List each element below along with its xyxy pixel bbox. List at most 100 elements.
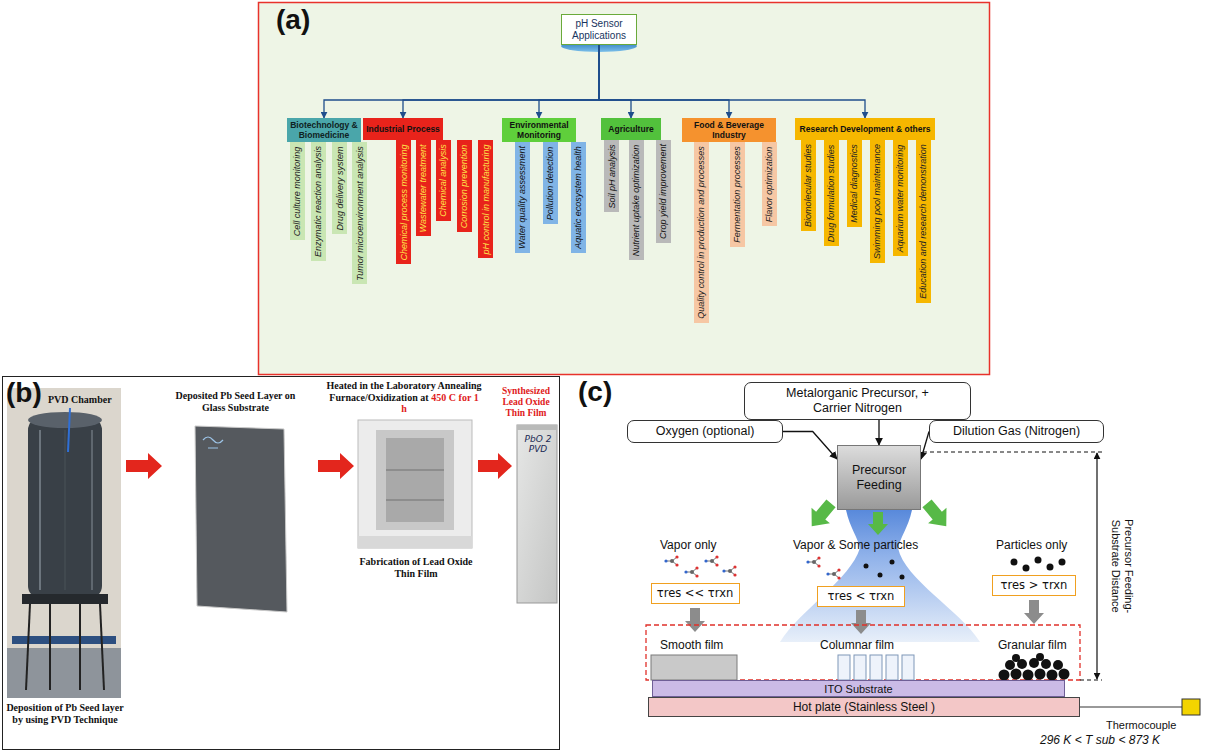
molecule-icon (806, 556, 820, 567)
connector (539, 45, 599, 118)
node-text: Fermentation processes (732, 146, 743, 243)
process-arrow (126, 453, 512, 479)
node-text: Industrial Process (366, 124, 440, 134)
text-label: 296 K < T sub < 873 K (1040, 733, 1160, 747)
furnace-photo (358, 536, 472, 548)
category-box: Industrial Process (363, 118, 443, 140)
text-label: Deposited Pb Seed Layer on Glass Substra… (168, 390, 303, 413)
category-box: Agriculture (601, 118, 661, 140)
category-box: Research Development & others (795, 118, 935, 140)
seed-layer-photo (195, 426, 287, 612)
precursor-feeding-box: Precursor Feeding (837, 445, 921, 510)
node-text: Water quality assessment (517, 146, 528, 249)
node-text: τres > τrxn (997, 578, 1071, 593)
granular-film (1047, 670, 1058, 681)
pvd-chamber-photo (39, 430, 41, 590)
furnace-photo (386, 469, 444, 471)
thermocouple (1080, 699, 1200, 715)
node-text: pH Sensor Applications (564, 18, 634, 41)
pvd-chamber-photo (65, 430, 66, 590)
seed-layer-photo (203, 437, 223, 448)
connector (599, 45, 631, 118)
node-text: Pollution detection (545, 146, 556, 220)
pvd-chamber-photo (28, 418, 102, 598)
text-label: Granular film (998, 638, 1067, 652)
node-text: Flavor optimization (764, 146, 775, 222)
flow-arrow (803, 496, 841, 534)
thin-film-photo (517, 425, 557, 430)
application-bar: Drug delivery system (332, 142, 347, 234)
connector (921, 432, 929, 460)
down-arrow (851, 610, 871, 634)
columnar-film (854, 655, 866, 680)
node-text: Swimming pool maintenance (872, 144, 883, 259)
node-text: pH control in manufacturing (480, 144, 491, 254)
node-text: Education and research demonstration (918, 144, 929, 299)
smooth-film (651, 655, 737, 680)
particle-dots (878, 573, 883, 578)
granular-film (1012, 654, 1020, 662)
node-text: Agriculture (608, 124, 653, 134)
text-label: Fabrication of Lead Oxide Thin Film (352, 556, 480, 579)
application-bar: Quality control in production and proces… (694, 142, 709, 323)
granular-film (1023, 670, 1034, 681)
pvd-chamber-photo (79, 604, 81, 690)
particle-dots (1023, 565, 1030, 572)
dimension-line (923, 452, 1102, 453)
text-label: Deposition of Pb Seed layer by using PVD… (6, 702, 124, 725)
root-box: pH Sensor Applications (561, 14, 637, 45)
node-text: ITO Substrate (824, 683, 892, 695)
pvd-chamber-photo (7, 388, 121, 698)
node-text: Nutrient uptake optimization (631, 144, 642, 256)
application-bar: Swimming pool maintenance (870, 140, 885, 263)
gas-input-box: Dilution Gas (Nitrogen) (929, 420, 1104, 443)
application-bar: Tumor microenvironment analysis (352, 142, 367, 284)
granular-film (1036, 653, 1044, 661)
particle-dots (900, 575, 905, 580)
furnace-photo (376, 430, 454, 530)
node-text: Quality control in production and proces… (696, 146, 707, 319)
application-bar: Cell culture monitoring (290, 142, 305, 240)
node-text: Chemical process monitoring (398, 144, 409, 260)
molecule-icon (664, 555, 840, 579)
category-box: Biotechnology & Biomedicine (287, 118, 361, 142)
flow-arrow (868, 512, 888, 535)
application-bar: Chemical process monitoring (396, 140, 411, 264)
text-label: PbO 2 PVD (520, 434, 556, 455)
connector (783, 432, 837, 460)
node-text: Chemical analysis (438, 144, 449, 217)
node-text: Aquarium water monitoring (895, 144, 906, 252)
node-text: Environmental Monitoring (504, 120, 574, 140)
molecule-icon (722, 565, 736, 576)
application-bar: Education and research demonstration (916, 140, 931, 303)
text-label: PVD Chamber (48, 394, 112, 406)
thermocouple (1182, 699, 1200, 715)
node-text: Research Development & others (800, 124, 931, 134)
pvd-chamber-photo (12, 636, 116, 644)
granular-film (1053, 660, 1063, 670)
particle-dots (1059, 559, 1066, 566)
pvd-chamber-photo (26, 604, 30, 690)
flow-arrow (918, 496, 956, 534)
application-bar: Biomolecular studies (801, 140, 816, 231)
application-bar: Chemical analysis (436, 140, 451, 221)
node-text: Crop yield improvement (658, 144, 669, 239)
node-text: Biotechnology & Biomedicine (289, 120, 359, 140)
node-text: Hot plate (Stainless Steel ) (793, 700, 935, 714)
film-region (646, 625, 1080, 680)
particle-dots (1047, 564, 1054, 571)
molecule-icon (826, 568, 840, 579)
application-bar: pH control in manufacturing (478, 140, 493, 258)
node-text: τres < τrxn (822, 589, 900, 604)
dimension-line (1096, 453, 1097, 679)
columnar-film (838, 655, 914, 680)
node-text: Biomolecular studies (803, 144, 814, 227)
gas-input-box: Oxygen (optional) (627, 420, 783, 443)
pvd-chamber-photo (7, 388, 121, 698)
granular-film (1011, 669, 1022, 680)
application-bar: Soil pH analysis (604, 140, 619, 212)
furnace-photo (358, 420, 472, 548)
pvd-chamber-photo (7, 648, 121, 698)
node-text: Tumor microenvironment analysis (354, 146, 365, 280)
